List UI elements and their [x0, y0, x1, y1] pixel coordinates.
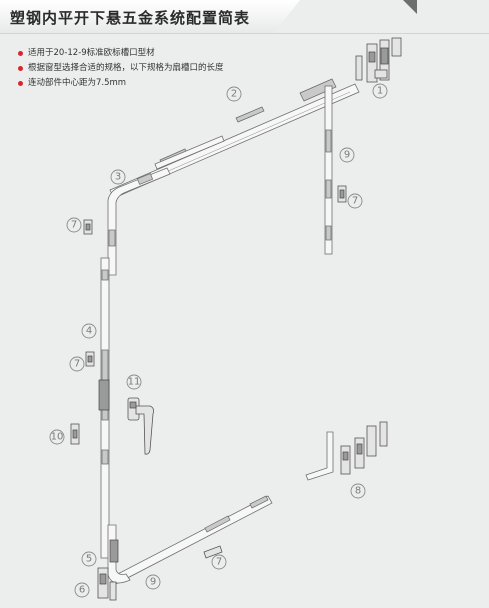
callout-9-b: 9: [145, 574, 161, 590]
corner-drive-part-3: [107, 167, 171, 276]
callout-7-b: 7: [69, 356, 85, 372]
loose-rail-piece: [154, 135, 225, 170]
bullet-icon: [18, 66, 23, 71]
svg-text:1: 1: [377, 86, 383, 97]
note-item: 根据窗型选择合适的规格，以下规格为扇槽口的长度: [18, 61, 224, 76]
left-rail-part-4: [98, 257, 110, 559]
pivot-hinge-part-8: [305, 421, 388, 481]
callout-8: 8: [350, 483, 366, 499]
callout-10: 10: [49, 429, 65, 445]
stay-arm-part-1: [355, 37, 402, 83]
svg-text:7: 7: [216, 557, 222, 568]
svg-text:8: 8: [355, 486, 361, 497]
callout-7-d: 7: [211, 554, 227, 570]
banner-background: [0, 0, 300, 34]
note-item: 连动部件中心距为7.5mm: [18, 76, 224, 91]
svg-text:2: 2: [231, 89, 237, 100]
callout-4: 4: [81, 323, 97, 339]
bottom-corner-part-5: [107, 524, 131, 584]
svg-text:7: 7: [352, 196, 358, 207]
keeper-detail: [85, 223, 91, 231]
callout-6: 6: [74, 582, 90, 598]
keeper-detail: [339, 189, 345, 199]
right-rail-part-9: [324, 85, 333, 255]
svg-text:3: 3: [115, 172, 121, 183]
svg-text:7: 7: [71, 220, 77, 231]
window-handle-part-11: [127, 397, 154, 455]
page-title: 塑钢内平开下悬五金系统配置简表: [10, 9, 251, 27]
svg-text:6: 6: [79, 585, 85, 596]
callout-7-c: 7: [347, 193, 363, 209]
note-text: 根据窗型选择合适的规格，以下规格为扇槽口的长度: [28, 63, 224, 73]
note-item: 适用于20-12-9标准欧标槽口型材: [18, 46, 224, 61]
callout-3: 3: [110, 169, 126, 185]
svg-text:9: 9: [150, 577, 156, 588]
bullet-icon: [18, 51, 23, 56]
svg-text:10: 10: [51, 432, 64, 443]
svg-text:9: 9: [344, 150, 350, 161]
svg-text:4: 4: [86, 326, 92, 337]
callout-7-a: 7: [66, 217, 82, 233]
svg-text:7: 7: [74, 359, 80, 370]
bottom-rail-part-9: [109, 495, 273, 586]
keeper-detail: [87, 355, 93, 363]
callout-9-a: 9: [339, 147, 355, 163]
title-banner: 塑钢内平开下悬五金系统配置简表: [0, 0, 489, 34]
spec-notes: 适用于20-12-9标准欧标槽口型材 根据窗型选择合适的规格，以下规格为扇槽口的…: [18, 46, 224, 91]
callout-2: 2: [226, 86, 242, 102]
callout-1: 1: [372, 83, 388, 99]
svg-text:5: 5: [86, 554, 92, 565]
keeper-part-7-d: [203, 545, 223, 559]
callout-11: 11: [126, 374, 142, 390]
bottom-support-part-6: [97, 567, 117, 601]
note-text: 适用于20-12-9标准欧标槽口型材: [28, 48, 155, 58]
callout-5: 5: [81, 551, 97, 567]
bullet-icon: [18, 81, 23, 86]
banner-divider: [0, 33, 489, 34]
lock-keeper-part-10: [70, 423, 80, 445]
svg-text:11: 11: [128, 377, 141, 388]
note-text: 连动部件中心距为7.5mm: [28, 78, 127, 88]
